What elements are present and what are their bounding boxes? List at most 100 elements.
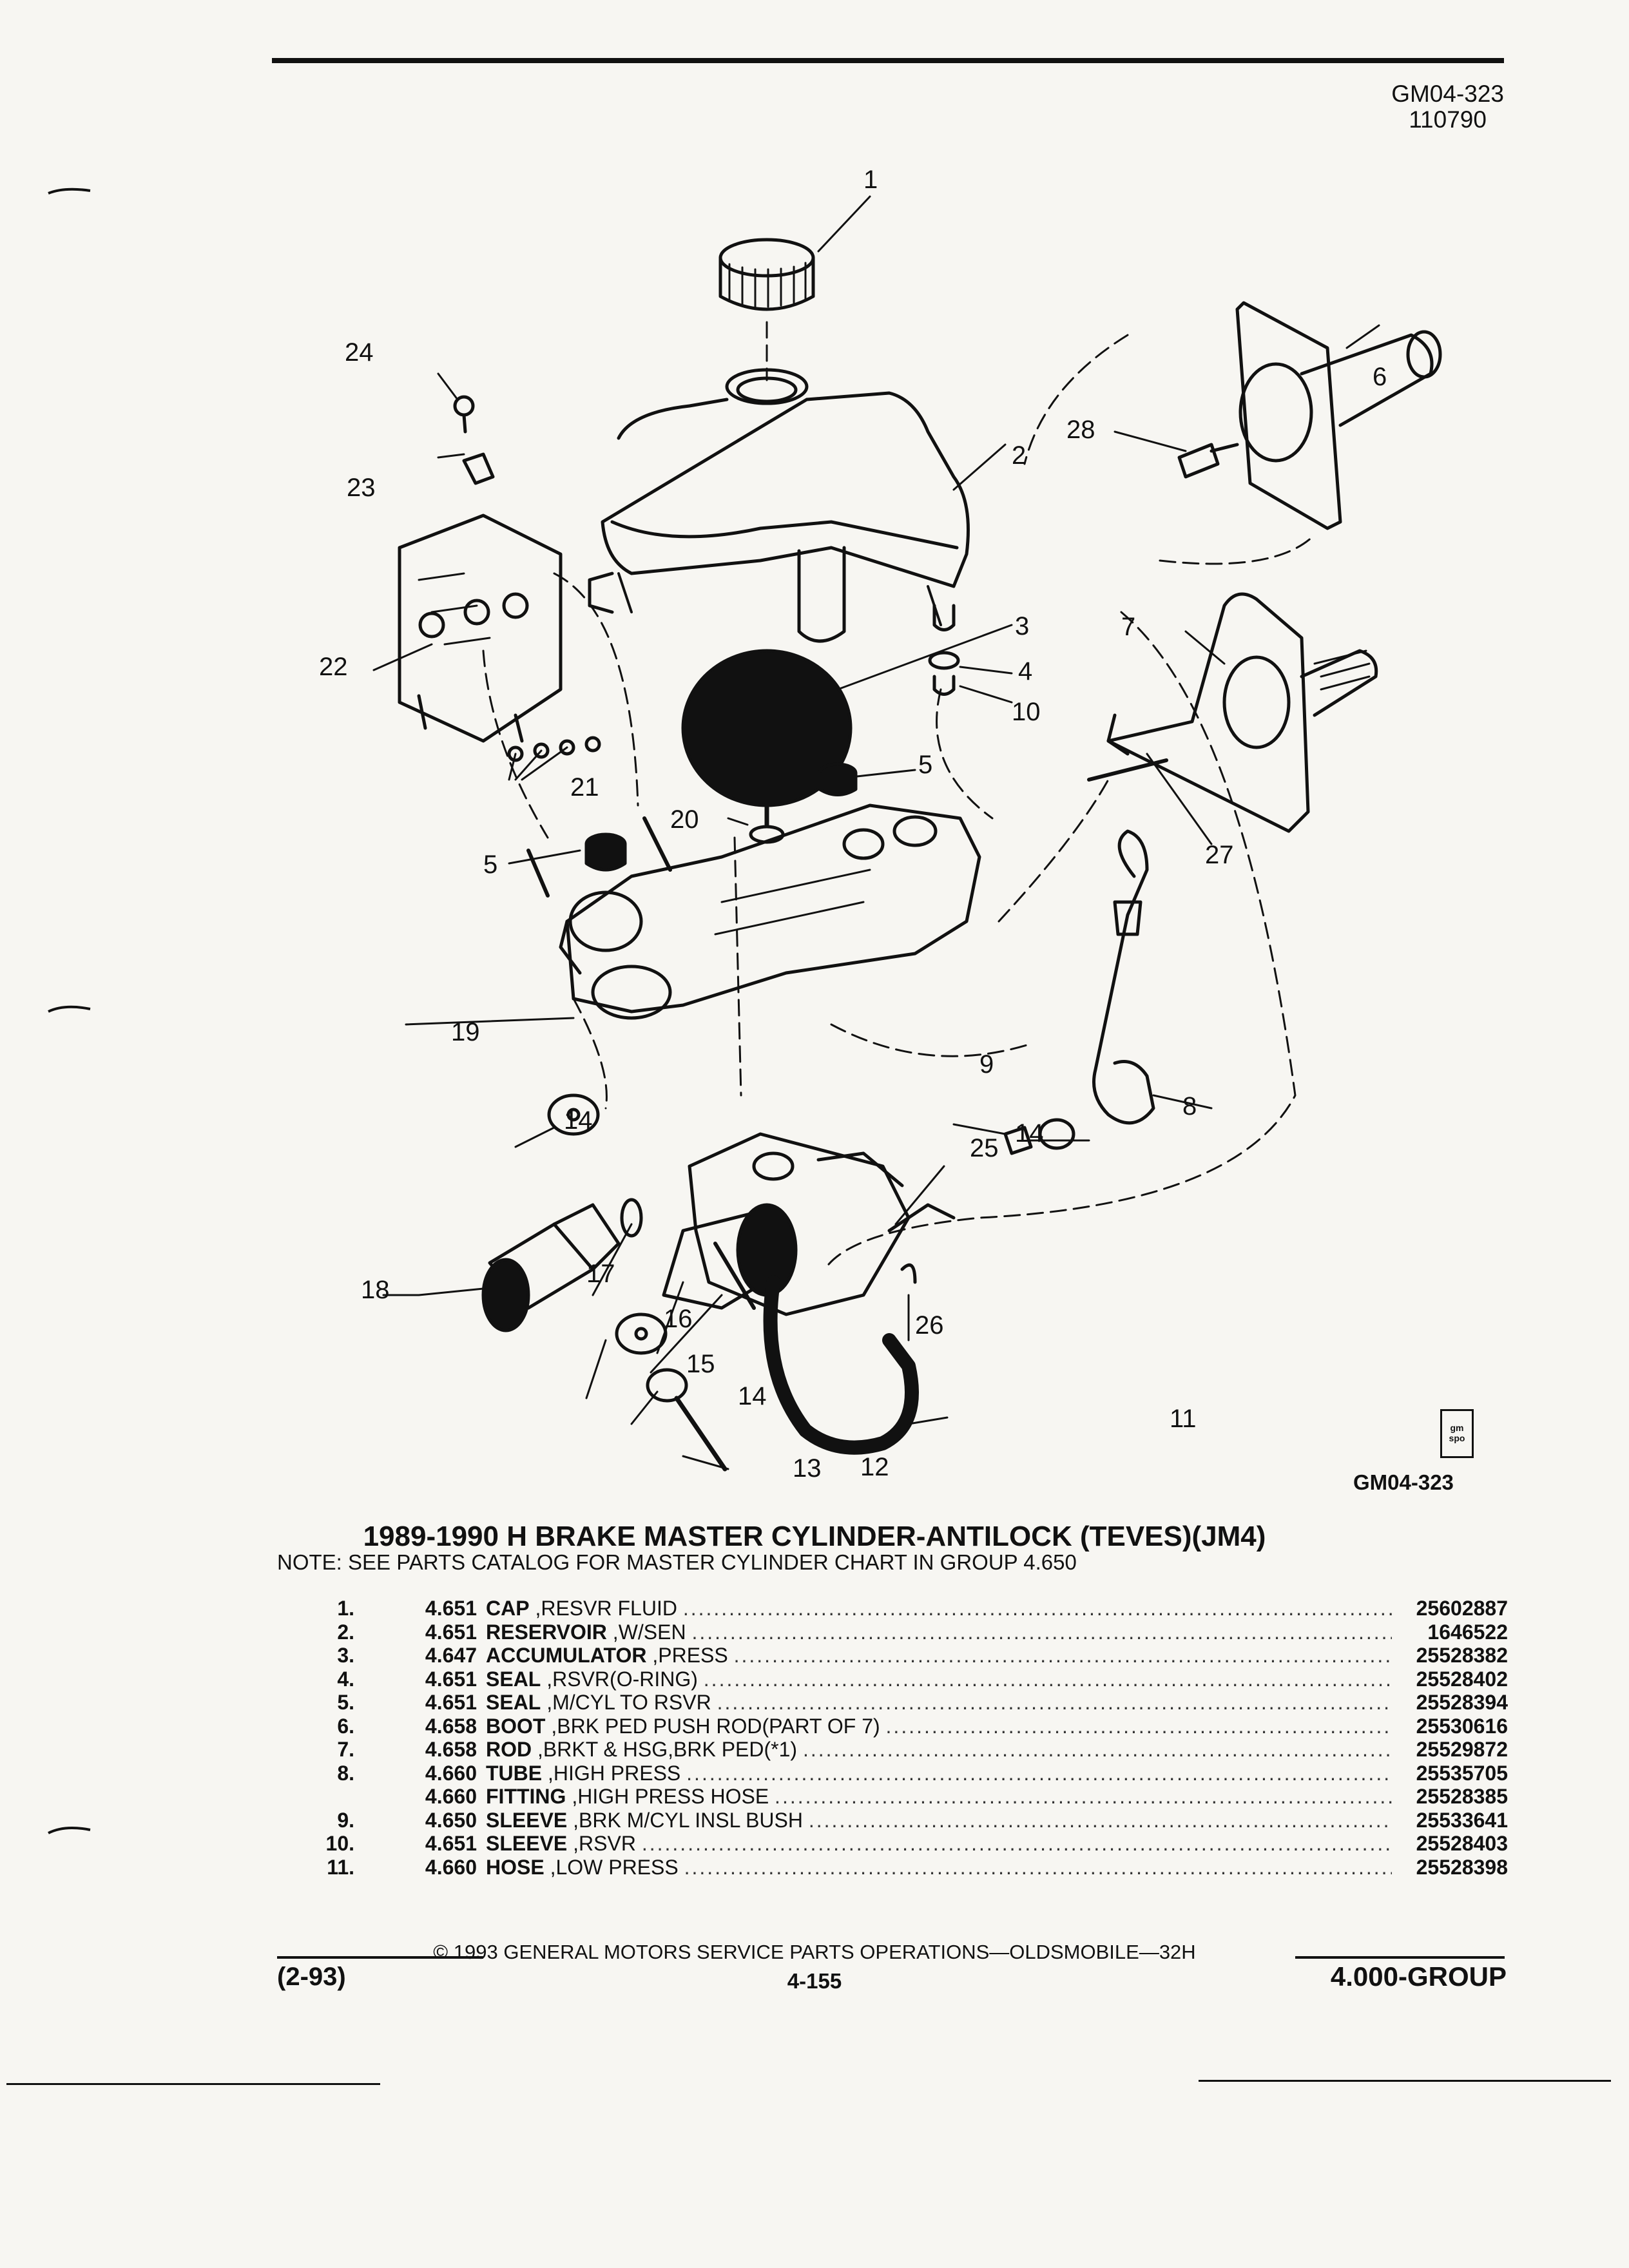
stud-part [526, 816, 672, 898]
part-qualifier: ,BRKT & HSG,BRK PED(*1) [532, 1738, 798, 1761]
footer-rule-right [1295, 1956, 1505, 1959]
footer-copyright: © 1993 GENERAL MOTORS SERVICE PARTS OPER… [433, 1941, 1196, 1963]
part-description: RESERVOIR ,W/SEN .......................… [486, 1620, 1392, 1644]
callout-15: 15 [686, 1350, 715, 1378]
callout-21: 21 [570, 773, 599, 802]
gm-spo-logo: gm spo [1440, 1409, 1474, 1458]
footer-page-number: 4-155 [787, 1969, 842, 1993]
header-number: 110790 [1409, 106, 1487, 133]
callout-14b: 14 [1015, 1119, 1044, 1148]
part-description: BOOT ,BRK PED PUSH ROD(PART OF 7) ......… [486, 1715, 1392, 1738]
part-qualifier: ,HIGH PRESS [542, 1761, 681, 1785]
callout-11: 11 [1170, 1405, 1197, 1433]
bottom-rule-left [6, 2083, 380, 2085]
callout-6: 6 [1373, 363, 1387, 391]
callout-9: 9 [979, 1050, 994, 1079]
group-number: 4.660 [425, 1761, 477, 1785]
group-number: 4.651 [425, 1667, 477, 1691]
part-description: SLEEVE ,BRK M/CYL INSL BUSH ............… [486, 1809, 1392, 1832]
accumulator-part [681, 649, 853, 827]
ring-part-14-b [1038, 1118, 1075, 1150]
pressure-switch-part [481, 1203, 621, 1332]
callout-20: 20 [670, 805, 699, 834]
callout-10: 10 [1012, 698, 1041, 726]
part-description: ROD ,BRKT & HSG,BRK PED(*1) ............… [486, 1738, 1392, 1762]
part-description: CAP ,RESVR FLUID .......................… [486, 1597, 1392, 1620]
fitting-part-25 [887, 1203, 956, 1233]
page-title: 1989-1990 H BRAKE MASTER CYLINDER-ANTILO… [363, 1521, 1266, 1552]
o-ring-part-17 [620, 1198, 643, 1238]
part-name: SLEEVE [486, 1808, 568, 1832]
part-name: CAP [486, 1597, 530, 1620]
leader-dots: ........................................… [703, 1667, 1392, 1691]
parts-row: 2. 4.651 RESERVOIR ,W/SEN ................… [277, 1620, 1508, 1644]
callout-18: 18 [361, 1276, 390, 1304]
logo-text: gm spo [1449, 1423, 1465, 1443]
leader-dots: ........................................… [775, 1785, 1392, 1808]
part-qualifier: ,BRK M/CYL INSL BUSH [567, 1808, 803, 1832]
callout-17: 17 [586, 1260, 615, 1288]
part-name: HOSE [486, 1855, 545, 1879]
part-number: 25530616 [1416, 1714, 1508, 1738]
callout-1: 1 [863, 166, 878, 194]
callout-5b: 5 [483, 850, 497, 879]
item-number: 4. [337, 1667, 354, 1691]
part-qualifier: ,RSVR [567, 1832, 636, 1855]
bolt-group-21 [507, 736, 601, 762]
part-description: SLEEVE ,RSVR ...........................… [486, 1832, 1392, 1856]
item-number: 3. [337, 1644, 354, 1667]
part-name: BOOT [486, 1714, 546, 1738]
item-number: 2. [337, 1620, 354, 1644]
leader-dots: ........................................… [802, 1738, 1392, 1761]
washer-part [646, 1368, 688, 1403]
callout-26: 26 [915, 1311, 944, 1340]
callout-23: 23 [347, 474, 376, 502]
leader-dots: ........................................… [684, 1855, 1392, 1879]
fitting-part-28 [1177, 443, 1239, 479]
item-number: 7. [337, 1738, 354, 1761]
part-number: 25533641 [1416, 1808, 1508, 1832]
bolt-part-24 [453, 395, 475, 434]
part-qualifier: ,RESVR FLUID [529, 1597, 677, 1620]
callout-25: 25 [970, 1134, 999, 1162]
catalog-note: NOTE: SEE PARTS CATALOG FOR MASTER CYLIN… [277, 1550, 1077, 1574]
part-qualifier: ,RSVR(O-RING) [541, 1667, 698, 1691]
group-number: 4.658 [425, 1714, 477, 1738]
group-number: 4.660 [425, 1785, 477, 1808]
callout-14c: 14 [738, 1382, 767, 1410]
group-number: 4.651 [425, 1620, 477, 1644]
part-qualifier: ,M/CYL TO RSVR [541, 1691, 711, 1714]
callout-16: 16 [664, 1305, 693, 1333]
callout-19: 19 [451, 1018, 480, 1046]
part-qualifier: ,PRESS [646, 1644, 728, 1667]
callout-7: 7 [1121, 613, 1135, 641]
leader-dots: ........................................… [682, 1597, 1392, 1620]
seal-part-lower [584, 832, 627, 872]
part-name: SLEEVE [486, 1832, 568, 1855]
callout-14a: 14 [564, 1106, 593, 1135]
part-number: 25528394 [1416, 1691, 1508, 1714]
leader-dots: ........................................… [686, 1761, 1392, 1785]
item-number: 10. [325, 1832, 354, 1855]
bracket-housing-part [1106, 592, 1378, 833]
part-number: 25529872 [1416, 1738, 1508, 1761]
callout-labels: 1 2 3 4 5 5 6 7 8 9 10 11 12 13 14 14 14… [319, 166, 1387, 1483]
part-number: 25602887 [1416, 1597, 1508, 1620]
figure-code: GM04-323 [1353, 1470, 1454, 1494]
footer-rule-left [277, 1956, 483, 1959]
item-number: 5. [337, 1691, 354, 1714]
callout-5a: 5 [918, 751, 932, 779]
callout-27: 27 [1205, 841, 1234, 869]
group-number: 4.651 [425, 1597, 477, 1620]
part-number: 25528398 [1416, 1855, 1508, 1879]
callout-8: 8 [1182, 1092, 1197, 1120]
part-description: FITTING ,HIGH PRESS HOSE ...............… [486, 1785, 1392, 1809]
part-name: TUBE [486, 1761, 543, 1785]
header-code: GM04-323 [1391, 81, 1504, 107]
